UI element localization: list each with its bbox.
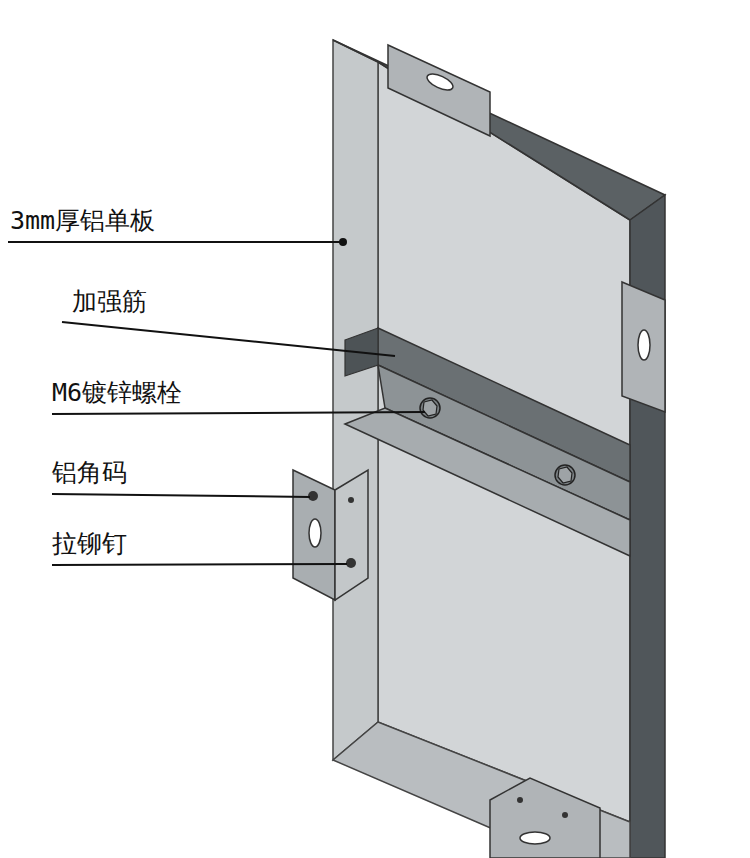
panel-label: 3mm厚铝单板 bbox=[10, 206, 155, 236]
bolt bbox=[420, 398, 440, 418]
bracket-slot bbox=[520, 832, 550, 844]
leader-lines bbox=[8, 242, 425, 565]
bracket-slot bbox=[638, 330, 650, 360]
rivet-label: 拉铆钉 bbox=[52, 529, 127, 559]
stiffener-label: 加强筋 bbox=[72, 287, 147, 317]
angle-bracket-side bbox=[335, 470, 368, 600]
panel-left-wall bbox=[333, 40, 378, 760]
rivet bbox=[562, 812, 568, 818]
bolt bbox=[555, 465, 575, 485]
leader-dot bbox=[339, 238, 347, 246]
rivet bbox=[348, 497, 354, 503]
right-bracket bbox=[622, 282, 665, 412]
stiffener-flange bbox=[345, 408, 630, 556]
bracket-slot bbox=[309, 519, 321, 547]
rivet bbox=[346, 558, 356, 568]
rivet bbox=[517, 797, 523, 803]
panel-top-wall bbox=[333, 40, 665, 220]
panel-bottom-wall bbox=[333, 722, 630, 858]
angle-bracket bbox=[293, 470, 335, 600]
bottom-bracket bbox=[490, 778, 600, 858]
bracket-label: 铝角码 bbox=[52, 458, 127, 488]
bracket-slot bbox=[425, 71, 455, 94]
top-bracket bbox=[388, 45, 490, 136]
bolt-label: M6镀锌螺栓 bbox=[52, 378, 182, 408]
